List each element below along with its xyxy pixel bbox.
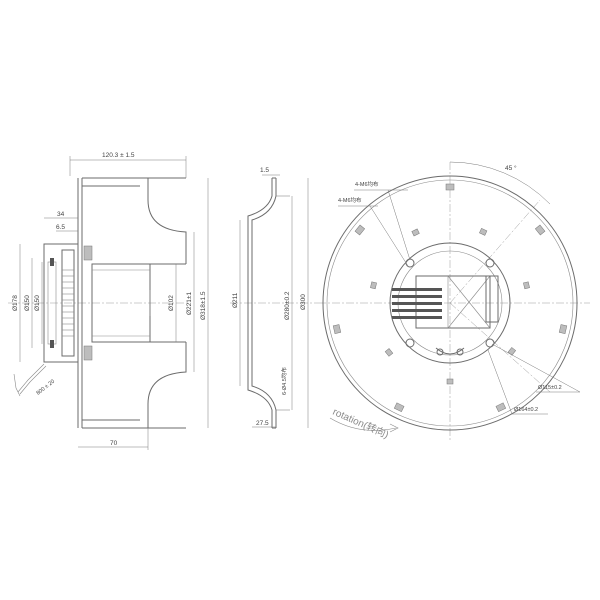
dim-15-label: 1.5 [260, 167, 269, 174]
dim-164-label: Ø164±0.2 [514, 407, 538, 413]
dim-300-label: Ø300 [300, 294, 307, 310]
dim-34-label: 34 [57, 211, 65, 218]
front-view: 45 ° 4-M6均布 4-M6均布 Ø115±0.2 Ø164±0.2 rot… [318, 161, 590, 441]
dim-102-label: Ø102 [168, 295, 175, 311]
m6-label-b: 4-M6均布 [338, 196, 362, 204]
cable-length-label: 800 ± 20 [36, 379, 57, 397]
blade-tabs [332, 183, 568, 413]
hub-plate [43, 243, 79, 363]
impeller-top-outline [82, 177, 187, 264]
connector-pins [392, 288, 442, 319]
dim-width-label: 120.3 ± 1.5 [102, 152, 135, 159]
rotation-arrow [329, 417, 397, 431]
dim-178-label: Ø178 [12, 295, 19, 311]
motor-flange [389, 242, 511, 364]
dim-280-label: Ø280±0.2 [284, 291, 291, 320]
section-view: 1.5 Ø211 Ø280±0.2 Ø300 6-Ø4.5均布 27.5 [230, 167, 318, 429]
dim-275-label: 27.5 [256, 420, 269, 427]
label-plate [485, 275, 499, 323]
rotation-arrowhead [389, 423, 399, 433]
mount-hole [405, 338, 415, 348]
dim-150a-label: Ø150 [24, 295, 31, 311]
dim-150b-label: Ø150 [34, 295, 41, 311]
inlet-ring-profile [251, 178, 277, 428]
impeller-bottom-outline [82, 342, 187, 429]
dim-115-label: Ø115±0.2 [538, 385, 562, 391]
angle-label: 45 ° [505, 164, 517, 172]
dim-211-label: Ø211 [232, 292, 239, 308]
cable [17, 363, 45, 393]
mount-hole [485, 338, 495, 348]
cooling-fins [62, 269, 74, 337]
mount-hole [405, 258, 415, 268]
angle-arc [449, 161, 551, 205]
impeller-outer-disc [322, 175, 578, 431]
dim-65-label: 6.5 [56, 224, 65, 231]
m6-label-a: 4-M6均布 [355, 180, 379, 188]
dim-70-label: 70 [110, 440, 118, 447]
mount-hole [485, 258, 495, 268]
side-view: 120.3 ± 1.5 34 6.5 Ø178 Ø150 Ø150 Ø102 Ø… [8, 152, 209, 450]
dim-holes-label: 6-Ø4.5均布 [280, 367, 288, 395]
dim-318-label: Ø318±1.5 [200, 291, 207, 320]
dim-221-label: Ø221±1 [186, 292, 193, 315]
